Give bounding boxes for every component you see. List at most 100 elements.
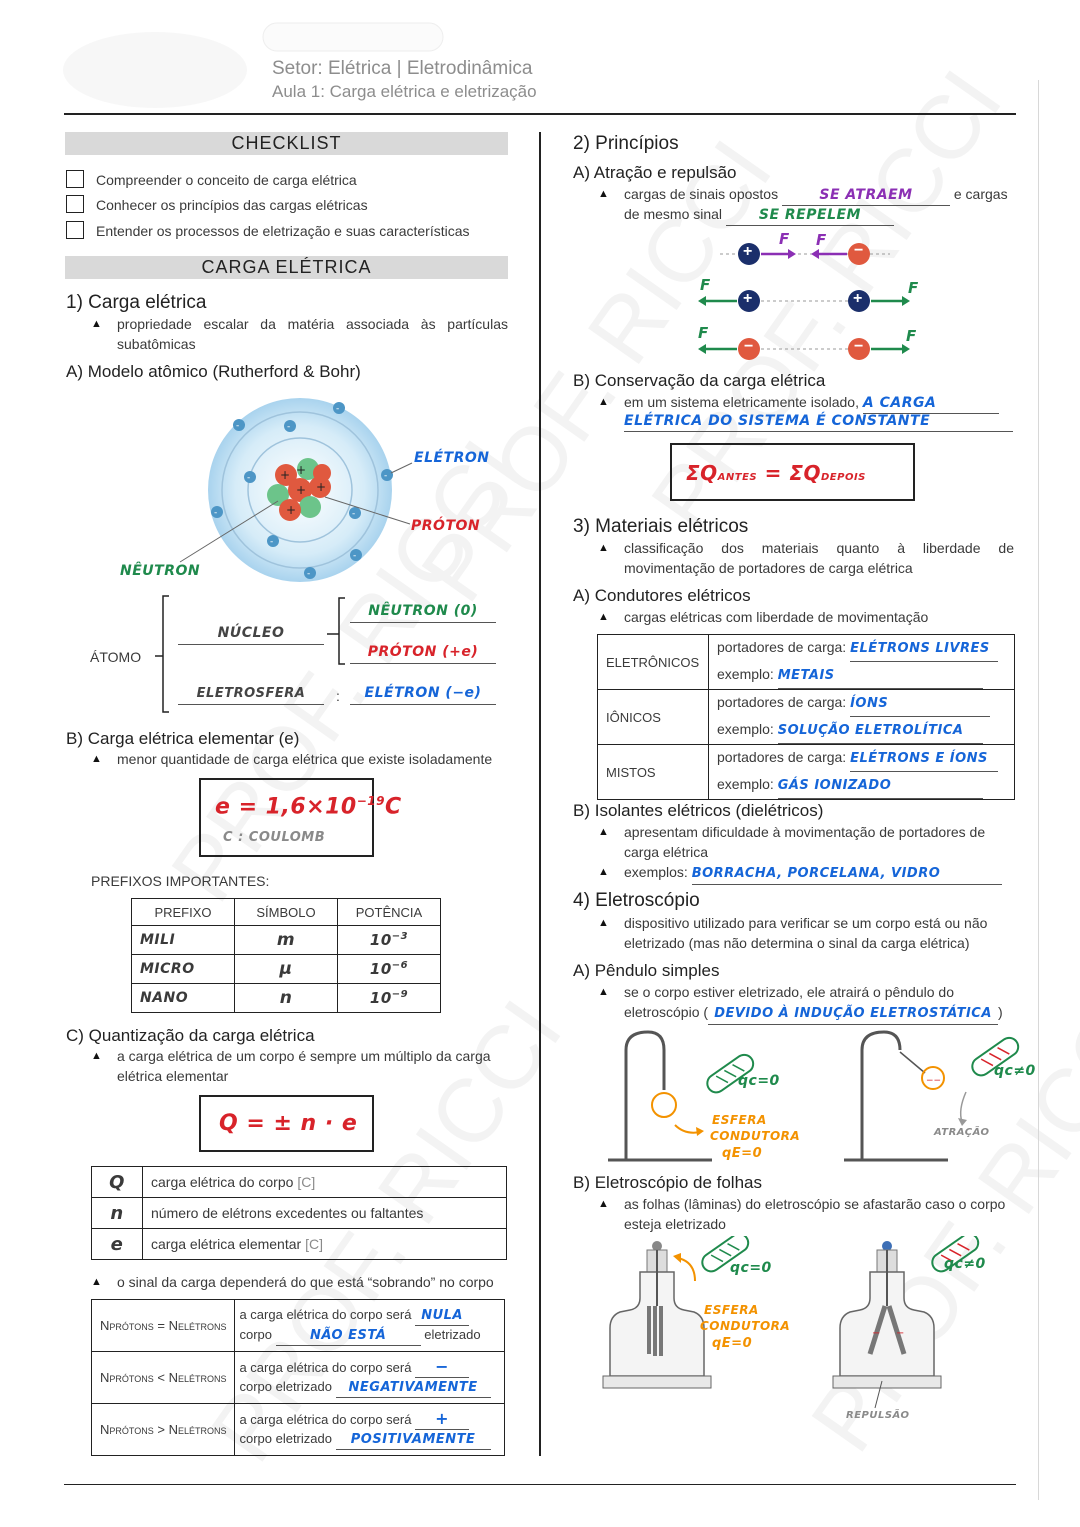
electrons — [211, 402, 393, 579]
bullet-icon: ▲ — [598, 542, 609, 554]
conductor-info: portadores de carga: ELÉTRONS E ÍONS exe… — [708, 744, 1015, 800]
answer-eletrons-e-ions: ELÉTRONS E ÍONS — [850, 751, 988, 766]
s2-b-title: B) Conservação da carga elétrica — [573, 371, 826, 390]
answer-negative-sign: − — [435, 1356, 450, 1376]
svg-text:-: - — [336, 404, 339, 414]
section-2-title: 2) Princípios — [573, 133, 679, 154]
pendulum-diagram: −− — [608, 1030, 1020, 1162]
header-subtitle: Aula 1: Carga elétrica e eletrização — [272, 82, 537, 101]
force-label: F — [908, 279, 919, 297]
svg-text:+: + — [316, 480, 326, 494]
prefix-table: PREFIXO SÍMBOLO POTÊNCIA MILI m 10−3 MIC… — [131, 898, 441, 1013]
e-formula-exp: −19 — [356, 794, 385, 808]
label-eletron: ELÉTRON — [414, 450, 490, 466]
svg-text:+: + — [286, 503, 296, 517]
e-formula: e = 1,6×10−19C — [215, 794, 402, 819]
carga-banner: CARGA ELÉTRICA — [65, 256, 508, 279]
s1-c-bullet: a carga elétrica de um corpo é sempre um… — [117, 1048, 491, 1084]
proton-blank: PRÓTON (+e) — [350, 643, 496, 664]
quantization-box: Q = ± n · e — [199, 1095, 374, 1152]
conductor-type: ELETRÔNICOS — [597, 634, 709, 690]
power-cell: 10−9 — [337, 983, 441, 1013]
conductors-table: ELETRÔNICOS portadores de carga: ELÉTRON… — [597, 634, 1015, 800]
sinal-bullet: o sinal da carga dependerá do que está “… — [117, 1274, 494, 1290]
symbol-cell: μ — [234, 954, 338, 984]
conductor-type: IÔNICOS — [597, 689, 709, 745]
conductor-info: portadores de carga: ÍONS exemplo: SOLUÇ… — [708, 689, 1015, 745]
column-divider — [539, 132, 541, 1456]
answer-metais: METAIS — [777, 668, 835, 683]
force-label: F — [698, 324, 709, 342]
page-edge — [1038, 80, 1039, 1500]
prefix-cell: MILI — [131, 925, 235, 955]
answer-nula: NULA — [421, 1307, 463, 1323]
power-cell: 10−3 — [337, 925, 441, 955]
s3-b-title: B) Isolantes elétricos (dielétricos) — [573, 801, 824, 820]
plus-sign: + — [853, 290, 863, 307]
section-3-title: 3) Materiais elétricos — [573, 516, 749, 537]
conservation-box: ΣQANTES = ΣQDEPOIS — [670, 443, 915, 501]
label-neutron: NÊUTRON — [120, 563, 201, 579]
checkbox-2[interactable] — [66, 195, 84, 213]
eletrosfera-answer: ELETROSFERA — [196, 686, 306, 701]
svg-text:-: - — [287, 422, 290, 432]
answer-negativamente: NEGATIVAMENTE — [348, 1379, 478, 1395]
s3-a-bullet: cargas elétricas com liberdade de movime… — [624, 609, 929, 625]
atomo-label: ÁTOMO — [90, 649, 142, 665]
sign-condition: NPRÓTONS > NELÉTRONS — [90, 1403, 236, 1456]
var-symbol: e — [91, 1228, 143, 1260]
s4-a-title: A) Pêndulo simples — [573, 961, 720, 980]
checkbox-3[interactable] — [66, 221, 84, 239]
prefix-header: PREFIXO — [131, 898, 235, 926]
checkbox-1[interactable] — [66, 170, 84, 188]
atom-diagram: + + + + + --- --- ---- — [179, 398, 413, 582]
checklist-item-2: Conhecer os princípios das cargas elétri… — [96, 197, 368, 213]
s4-a-line2: eletroscópio (DEVIDO À INDUÇÃO ELETROSTÁ… — [624, 1002, 1003, 1025]
nucleo-answer: NÚCLEO — [217, 625, 285, 641]
eletrosfera-blank: ELETROSFERA — [178, 684, 324, 705]
svg-text:-: - — [270, 537, 273, 547]
s1-a-title: A) Modelo atômico (Rutherford & Bohr) — [66, 362, 361, 381]
answer-se-repelem: SE REPELEM — [758, 207, 861, 223]
symbol-cell: m — [234, 925, 338, 955]
svg-text:+: + — [296, 463, 306, 477]
answer-nao-esta: NÃO ESTÁ — [309, 1327, 387, 1343]
force-label: F — [700, 276, 711, 294]
answer-isolantes: BORRACHA, PORCELANA, VIDRO — [691, 866, 941, 881]
condutora-label: CONDUTORA — [710, 1129, 801, 1143]
bullet-icon: ▲ — [598, 188, 609, 200]
prefix-cell: NANO — [131, 983, 235, 1013]
s2-a-title: A) Atração e repulsão — [573, 163, 737, 182]
svg-text:−: − — [896, 1328, 904, 1339]
power-header: POTÊNCIA — [337, 898, 441, 926]
header-divider — [64, 113, 1016, 115]
nucleus: + + + + + — [267, 458, 331, 521]
s2-a-line2: de mesmo sinal SE REPELEM — [624, 204, 894, 226]
logo-blur — [63, 32, 247, 108]
neutron-answer: NÊUTRON (0) — [368, 603, 478, 619]
qc-zero-label: qc=0 — [738, 1073, 780, 1089]
var-symbol: n — [91, 1197, 143, 1229]
s2-b-line2: ELÉTRICA DO SISTEMA É CONSTANTE — [624, 412, 1013, 432]
qc-nonzero-label: qc≠0 — [944, 1256, 986, 1272]
bullet-icon: ▲ — [91, 318, 102, 330]
bullet-icon: ▲ — [91, 1050, 102, 1062]
answer-constante: ELÉTRICA DO SISTEMA É CONSTANTE — [624, 413, 931, 429]
answer-eletrons-livres: ELÉTRONS LIVRES — [850, 641, 990, 656]
svg-text:-: - — [384, 471, 387, 481]
force-label: F — [779, 230, 790, 248]
s3-a-title: A) Condutores elétricos — [573, 586, 751, 605]
var-symbol: Q — [91, 1166, 143, 1198]
e-formula-base: e = 1,6×10 — [215, 794, 357, 820]
repulsao-label: REPULSÃO — [846, 1410, 910, 1421]
conductor-info: portadores de carga: ELÉTRONS LIVRES exe… — [708, 634, 1015, 690]
sign-condition: NPRÓTONS = NELÉTRONS — [90, 1299, 236, 1352]
neutron-blank: NÊUTRON (0) — [350, 602, 496, 623]
bullet-icon: ▲ — [598, 826, 609, 838]
s3-b-bullet1: apresentam dificuldade à movimentação de… — [624, 824, 986, 860]
minus-sign: − — [854, 242, 864, 259]
force-label: F — [816, 231, 827, 249]
header-pill — [262, 22, 444, 52]
s1-b-title: B) Carga elétrica elementar (e) — [66, 729, 300, 748]
qe-zero-label: qE=0 — [722, 1146, 763, 1161]
